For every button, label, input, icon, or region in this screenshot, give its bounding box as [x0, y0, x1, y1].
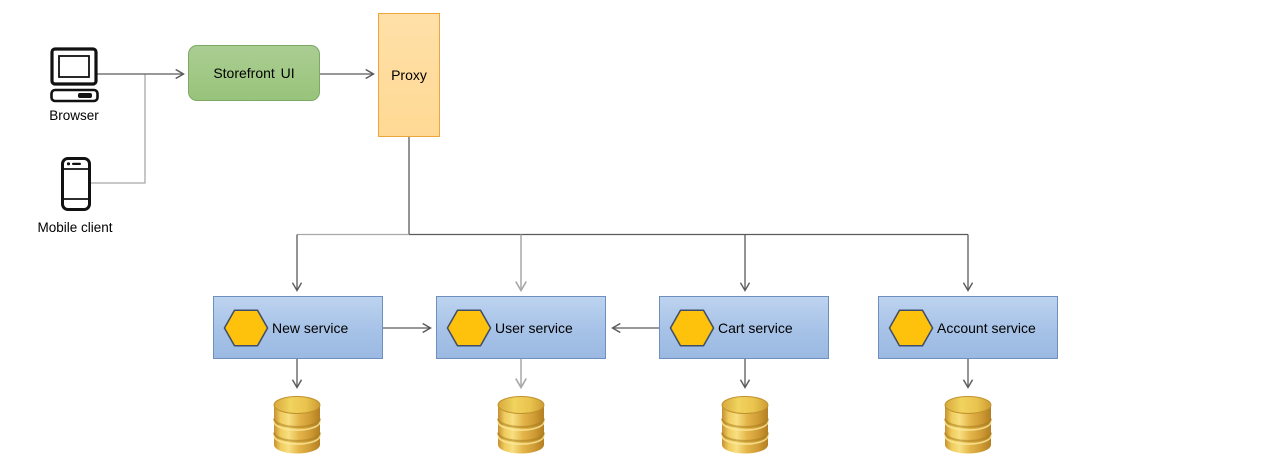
hexagon-icon [446, 309, 492, 346]
service-node-account[interactable]: Account service [878, 296, 1058, 359]
browser-label: Browser [49, 108, 99, 123]
service-node-new[interactable]: New service [213, 296, 383, 359]
service-label-account: Account service [937, 319, 1036, 336]
database-cylinder-icon-user[interactable] [496, 395, 546, 455]
hexagon-icon [223, 309, 269, 346]
service-node-cart[interactable]: Cart service [659, 296, 829, 359]
storefront-ui-label: Storefront UI [213, 65, 295, 81]
service-label-new: New service [272, 319, 349, 336]
service-node-user[interactable]: User service [436, 296, 606, 359]
proxy-label: Proxy [391, 67, 427, 83]
desktop-computer-icon[interactable] [50, 47, 102, 105]
database-cylinder-icon-cart[interactable] [720, 395, 770, 455]
service-label-user: User service [495, 319, 573, 336]
mobile-client-label: Mobile client [37, 220, 113, 235]
service-label-cart: Cart service [718, 319, 793, 336]
smartphone-icon[interactable] [61, 157, 91, 211]
storefront-ui-node[interactable]: Storefront UI [188, 45, 320, 101]
proxy-node[interactable]: Proxy [378, 13, 440, 137]
database-cylinder-icon-account[interactable] [943, 395, 993, 455]
hexagon-icon [888, 309, 934, 346]
hexagon-icon [669, 309, 715, 346]
database-cylinder-icon-new[interactable] [272, 395, 322, 455]
